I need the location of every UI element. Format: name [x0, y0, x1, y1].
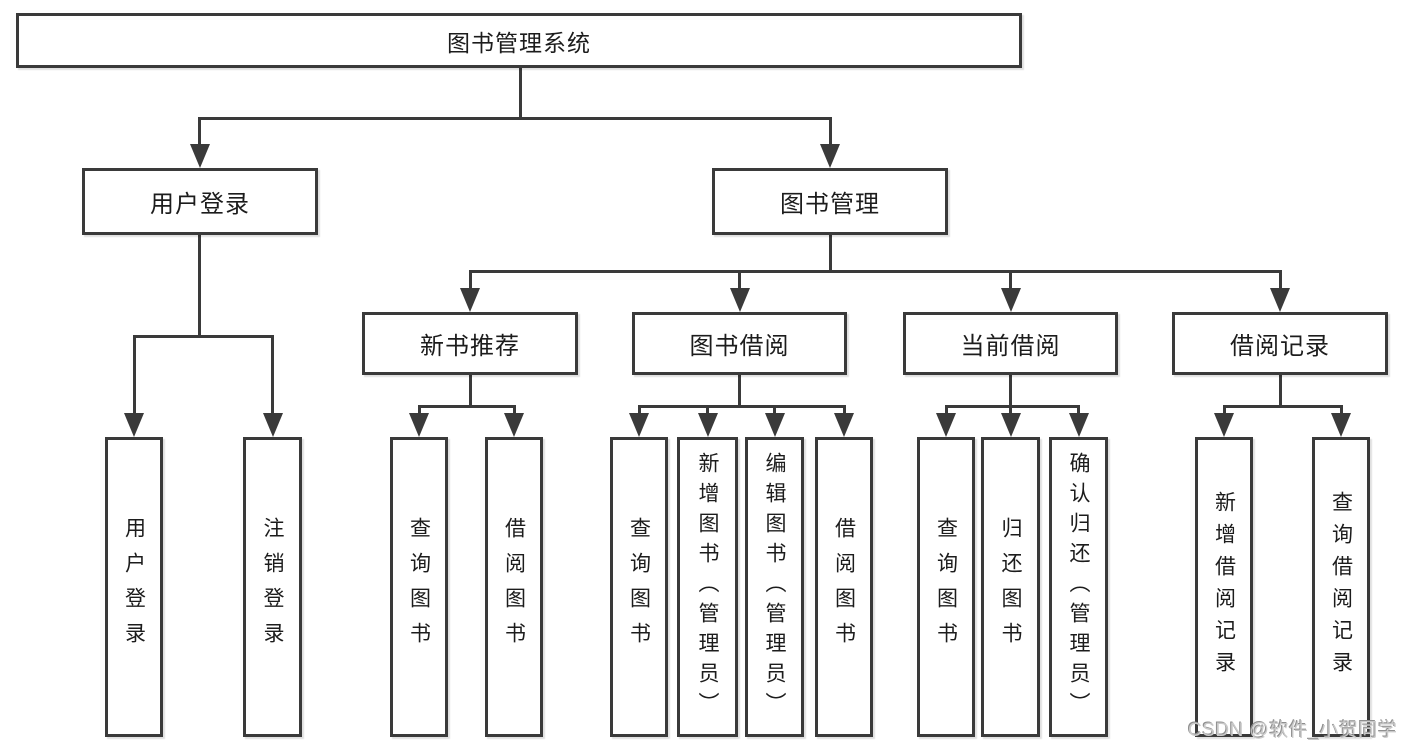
csdn-watermark: CSDN @软件_小贺同学 — [1188, 720, 1398, 741]
arrowhead-down-icon — [124, 413, 144, 437]
arrowhead-down-icon — [409, 413, 429, 437]
node-label: 图书借阅 — [689, 333, 790, 360]
connector-arrow-stem — [271, 336, 274, 415]
arrowhead-down-icon — [1000, 413, 1021, 437]
node-label: 借阅图书 — [502, 517, 526, 657]
leaf-edit-book-admin: 编辑图书（管理员） — [745, 437, 804, 737]
connector-line-horizontal — [468, 269, 1282, 273]
connector-arrow-stem — [637, 406, 641, 415]
connector-line-horizontal — [944, 404, 1080, 408]
connector-line-horizontal — [637, 404, 846, 408]
connector-line-vertical — [738, 375, 741, 406]
connector-line-vertical — [468, 375, 472, 406]
node-label: 注销登录 — [261, 517, 284, 657]
connector-arrow-stem — [512, 406, 516, 415]
connector-arrow-stem — [1339, 406, 1343, 415]
node-label: 图书管理系统 — [447, 29, 591, 56]
node-label: 查询图书 — [627, 517, 651, 657]
node-label: 查询借阅记录 — [1329, 491, 1353, 683]
leaf-add-borrow-record: 新增借阅记录 — [1195, 437, 1253, 737]
node-library-system: 图书管理系统 — [16, 13, 1022, 68]
arrowhead-down-icon — [1331, 413, 1351, 437]
leaf-user-login: 用户登录 — [105, 437, 163, 737]
node-new-book-recommend: 新书推荐 — [362, 312, 578, 375]
connector-line-vertical — [1009, 375, 1012, 406]
node-borrow-records: 借阅记录 — [1172, 312, 1388, 375]
node-label: 归还图书 — [999, 517, 1022, 657]
connector-arrow-stem — [773, 406, 776, 415]
leaf-query-book-3: 查询图书 — [917, 437, 975, 737]
connector-line-vertical — [828, 235, 832, 271]
connector-arrow-stem — [468, 271, 472, 290]
arrowhead-down-icon — [1068, 413, 1089, 437]
leaf-add-book-admin: 新增图书（管理员） — [677, 437, 738, 737]
connector-line-vertical — [518, 68, 522, 118]
node-label: 用户登录 — [150, 191, 250, 218]
node-user-login: 用户登录 — [82, 168, 318, 235]
arrowhead-down-icon — [189, 144, 210, 168]
leaf-query-book-2: 查询图书 — [610, 437, 668, 737]
connector-arrow-stem — [1077, 406, 1080, 415]
leaf-return-book: 归还图书 — [981, 437, 1040, 737]
node-book-borrow: 图书借阅 — [632, 312, 847, 375]
arrowhead-down-icon — [697, 413, 718, 437]
arrowhead-down-icon — [504, 413, 524, 437]
connector-arrow-stem — [1009, 406, 1012, 415]
arrowhead-down-icon — [1000, 288, 1021, 312]
connector-arrow-stem — [828, 118, 832, 146]
node-label: 借阅图书 — [832, 517, 856, 657]
leaf-borrow-book-2: 借阅图书 — [815, 437, 873, 737]
node-label: 图书管理 — [780, 191, 880, 218]
connector-arrow-stem — [417, 406, 421, 415]
node-current-borrow: 当前借阅 — [903, 312, 1118, 375]
leaf-confirm-return-admin: 确认归还（管理员） — [1049, 437, 1108, 737]
node-label: 新增借阅记录 — [1212, 491, 1236, 683]
connector-arrow-stem — [1009, 271, 1012, 290]
node-label: 用户登录 — [122, 517, 146, 657]
node-label: 借阅记录 — [1230, 333, 1330, 360]
node-label: 查询图书 — [407, 517, 431, 657]
leaf-borrow-book-1: 借阅图书 — [485, 437, 543, 737]
connector-arrow-stem — [738, 271, 741, 290]
connector-arrow-stem — [132, 336, 136, 415]
node-label: 新增图书（管理员） — [696, 452, 719, 722]
connector-line-horizontal — [417, 404, 516, 408]
arrowhead-down-icon — [629, 413, 649, 437]
arrowhead-down-icon — [820, 144, 840, 168]
arrowhead-down-icon — [764, 413, 785, 437]
node-label: 查询图书 — [934, 517, 958, 657]
node-label: 确认归还（管理员） — [1067, 452, 1090, 722]
connector-arrow-stem — [1222, 406, 1226, 415]
arrowhead-down-icon — [262, 413, 283, 437]
connector-line-vertical — [1278, 375, 1282, 406]
arrowhead-down-icon — [834, 413, 854, 437]
connector-line-vertical — [198, 235, 201, 336]
connector-line-horizontal — [132, 334, 274, 338]
node-label: 编辑图书（管理员） — [763, 452, 786, 722]
arrowhead-down-icon — [936, 413, 956, 437]
connector-arrow-stem — [198, 118, 201, 146]
arrowhead-down-icon — [1270, 288, 1290, 312]
leaf-logout: 注销登录 — [243, 437, 302, 737]
leaf-query-borrow-record: 查询借阅记录 — [1312, 437, 1370, 737]
connector-arrow-stem — [842, 406, 846, 415]
connector-arrow-stem — [944, 406, 948, 415]
arrowhead-down-icon — [460, 288, 480, 312]
connector-arrow-stem — [1278, 271, 1282, 290]
arrowhead-down-icon — [729, 288, 750, 312]
node-label: 新书推荐 — [420, 333, 520, 360]
connector-line-horizontal — [1222, 404, 1343, 408]
connector-arrow-stem — [706, 406, 709, 415]
node-book-management: 图书管理 — [712, 168, 948, 235]
arrowhead-down-icon — [1214, 413, 1234, 437]
connector-line-horizontal — [198, 116, 832, 120]
node-label: 当前借阅 — [960, 333, 1061, 360]
leaf-query-book-1: 查询图书 — [390, 437, 448, 737]
